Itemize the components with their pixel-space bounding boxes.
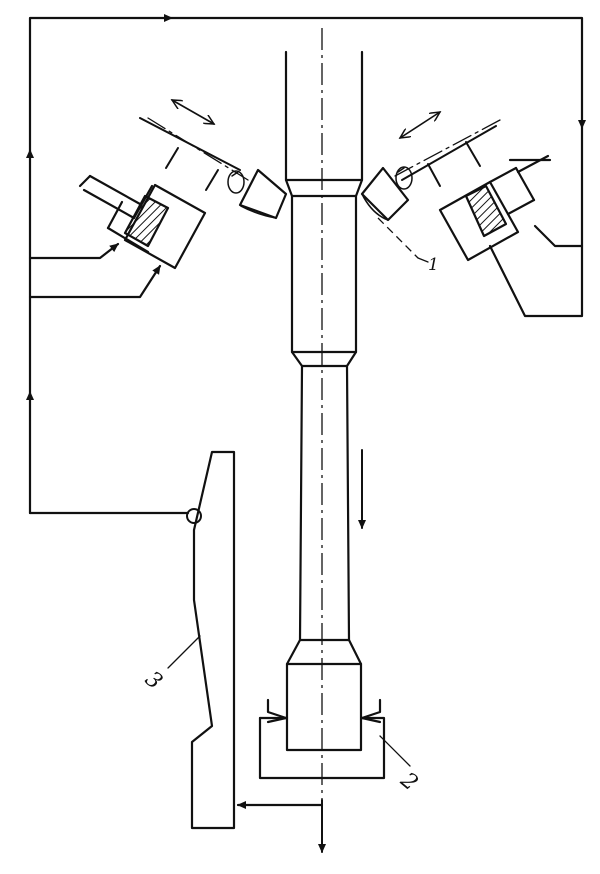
label-3-leader <box>167 635 201 669</box>
roller-leader-line <box>377 217 419 259</box>
left-adjust-arrow <box>172 100 214 124</box>
label-roller: 1 <box>428 255 439 275</box>
right-roller-shaft <box>394 119 501 187</box>
left-roller-shaft <box>139 117 249 191</box>
right-roller <box>360 166 413 222</box>
right-adjust-arrow <box>400 112 440 138</box>
label-template: 3 <box>140 667 167 695</box>
left-actuator <box>78 174 207 270</box>
right-actuator <box>438 154 552 262</box>
loop-flow-arrows <box>26 14 586 421</box>
label-clamp: 2 <box>395 767 423 796</box>
label-1-leader <box>417 257 429 263</box>
left-roller <box>227 168 288 220</box>
control-loop-lines <box>28 16 584 515</box>
label-2-leader <box>379 735 411 767</box>
chuck-clamp <box>258 698 386 780</box>
copy-template <box>190 450 236 830</box>
workpiece <box>284 50 364 752</box>
tracer-sensor <box>186 508 202 524</box>
